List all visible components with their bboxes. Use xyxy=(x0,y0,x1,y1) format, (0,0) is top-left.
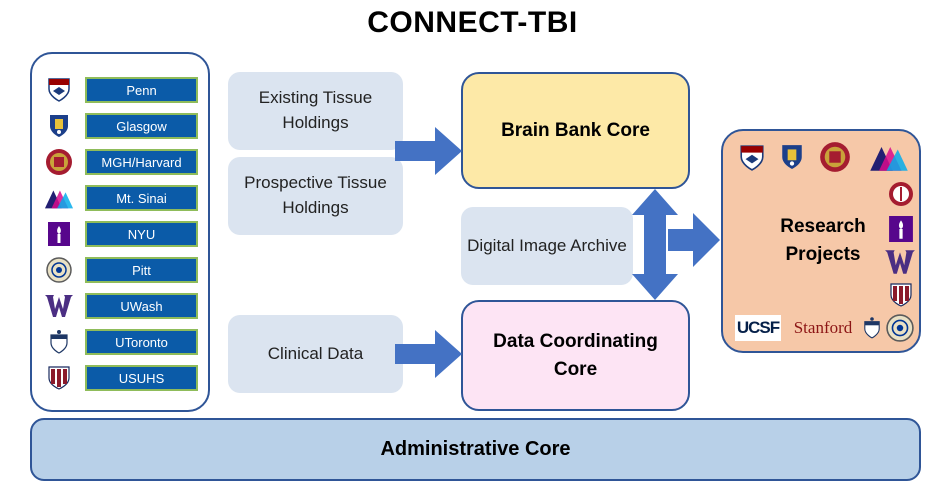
institution-row-uwash: UWash xyxy=(32,292,212,320)
double-arrow-vertical xyxy=(632,189,678,300)
institution-row-utoronto: UToronto xyxy=(32,328,212,356)
prospective-tissue-box: Prospective Tissue Holdings xyxy=(228,157,403,235)
research-projects-panel: Research Projects UCSF Stanford xyxy=(721,129,921,353)
institution-label: NYU xyxy=(85,221,198,247)
institution-row-penn: Penn xyxy=(32,76,212,104)
digital-image-archive-box: Digital Image Archive xyxy=(461,207,633,285)
institution-label: UToronto xyxy=(85,329,198,355)
sinai-triangle-icon xyxy=(865,141,913,173)
ucsf-logo-text: UCSF xyxy=(736,318,780,337)
glasgow-crest-icon xyxy=(777,141,807,173)
uw-w-icon xyxy=(44,292,74,320)
institution-row-sinai: Mt. Sinai xyxy=(32,184,212,212)
research-projects-label: Research Projects xyxy=(780,216,866,265)
stanford-logo-text: Stanford xyxy=(793,318,853,337)
harvard-seal-icon xyxy=(44,148,74,176)
institution-row-pitt: Pitt xyxy=(32,256,212,284)
institution-label: USUHS xyxy=(85,365,198,391)
ucsf-logo: UCSF xyxy=(735,315,781,341)
utoronto-crest-icon xyxy=(861,315,883,341)
utoronto-crest-icon xyxy=(44,328,74,356)
institution-row-glasgow: Glasgow xyxy=(32,112,212,140)
arrow-to-research xyxy=(668,213,720,267)
institution-row-nyu: NYU xyxy=(32,220,212,248)
institutions-panel: Penn Glasgow MGH/Harvard Mt. Sinai NYU P… xyxy=(30,52,210,412)
sinai-triangle-icon xyxy=(44,184,74,212)
penn-shield-icon xyxy=(44,76,74,104)
penn-shield-icon xyxy=(735,143,769,173)
arrow-to-data-core xyxy=(395,330,462,378)
institution-label: MGH/Harvard xyxy=(85,149,198,175)
data-coordinating-core: Data Coordinating Core xyxy=(461,300,690,411)
existing-tissue-box: Existing Tissue Holdings xyxy=(228,72,403,150)
institution-label: UWash xyxy=(85,293,198,319)
institution-row-usuhs: USUHS xyxy=(32,364,212,392)
administrative-core: Administrative Core xyxy=(30,418,921,481)
medical-seal-icon xyxy=(887,179,915,209)
brain-bank-core: Brain Bank Core xyxy=(461,72,690,189)
clinical-data-box: Clinical Data xyxy=(228,315,403,393)
usuhs-shield-icon xyxy=(887,281,915,309)
institution-label: Pitt xyxy=(85,257,198,283)
institution-label: Penn xyxy=(85,77,198,103)
institution-row-harvard: MGH/Harvard xyxy=(32,148,212,176)
harvard-seal-icon xyxy=(817,139,853,175)
uw-w-icon xyxy=(883,247,917,277)
stanford-logo: Stanford xyxy=(787,315,859,341)
nyu-torch-icon xyxy=(887,215,915,243)
usuhs-shield-icon xyxy=(44,364,74,392)
arrow-to-brain-bank xyxy=(395,127,462,175)
glasgow-crest-icon xyxy=(44,112,74,140)
pitt-seal-icon xyxy=(885,313,915,343)
diagram-title: CONNECT-TBI xyxy=(367,6,578,39)
institution-label: Mt. Sinai xyxy=(85,185,198,211)
nyu-torch-icon xyxy=(44,220,74,248)
pitt-seal-icon xyxy=(44,256,74,284)
institution-label: Glasgow xyxy=(85,113,198,139)
